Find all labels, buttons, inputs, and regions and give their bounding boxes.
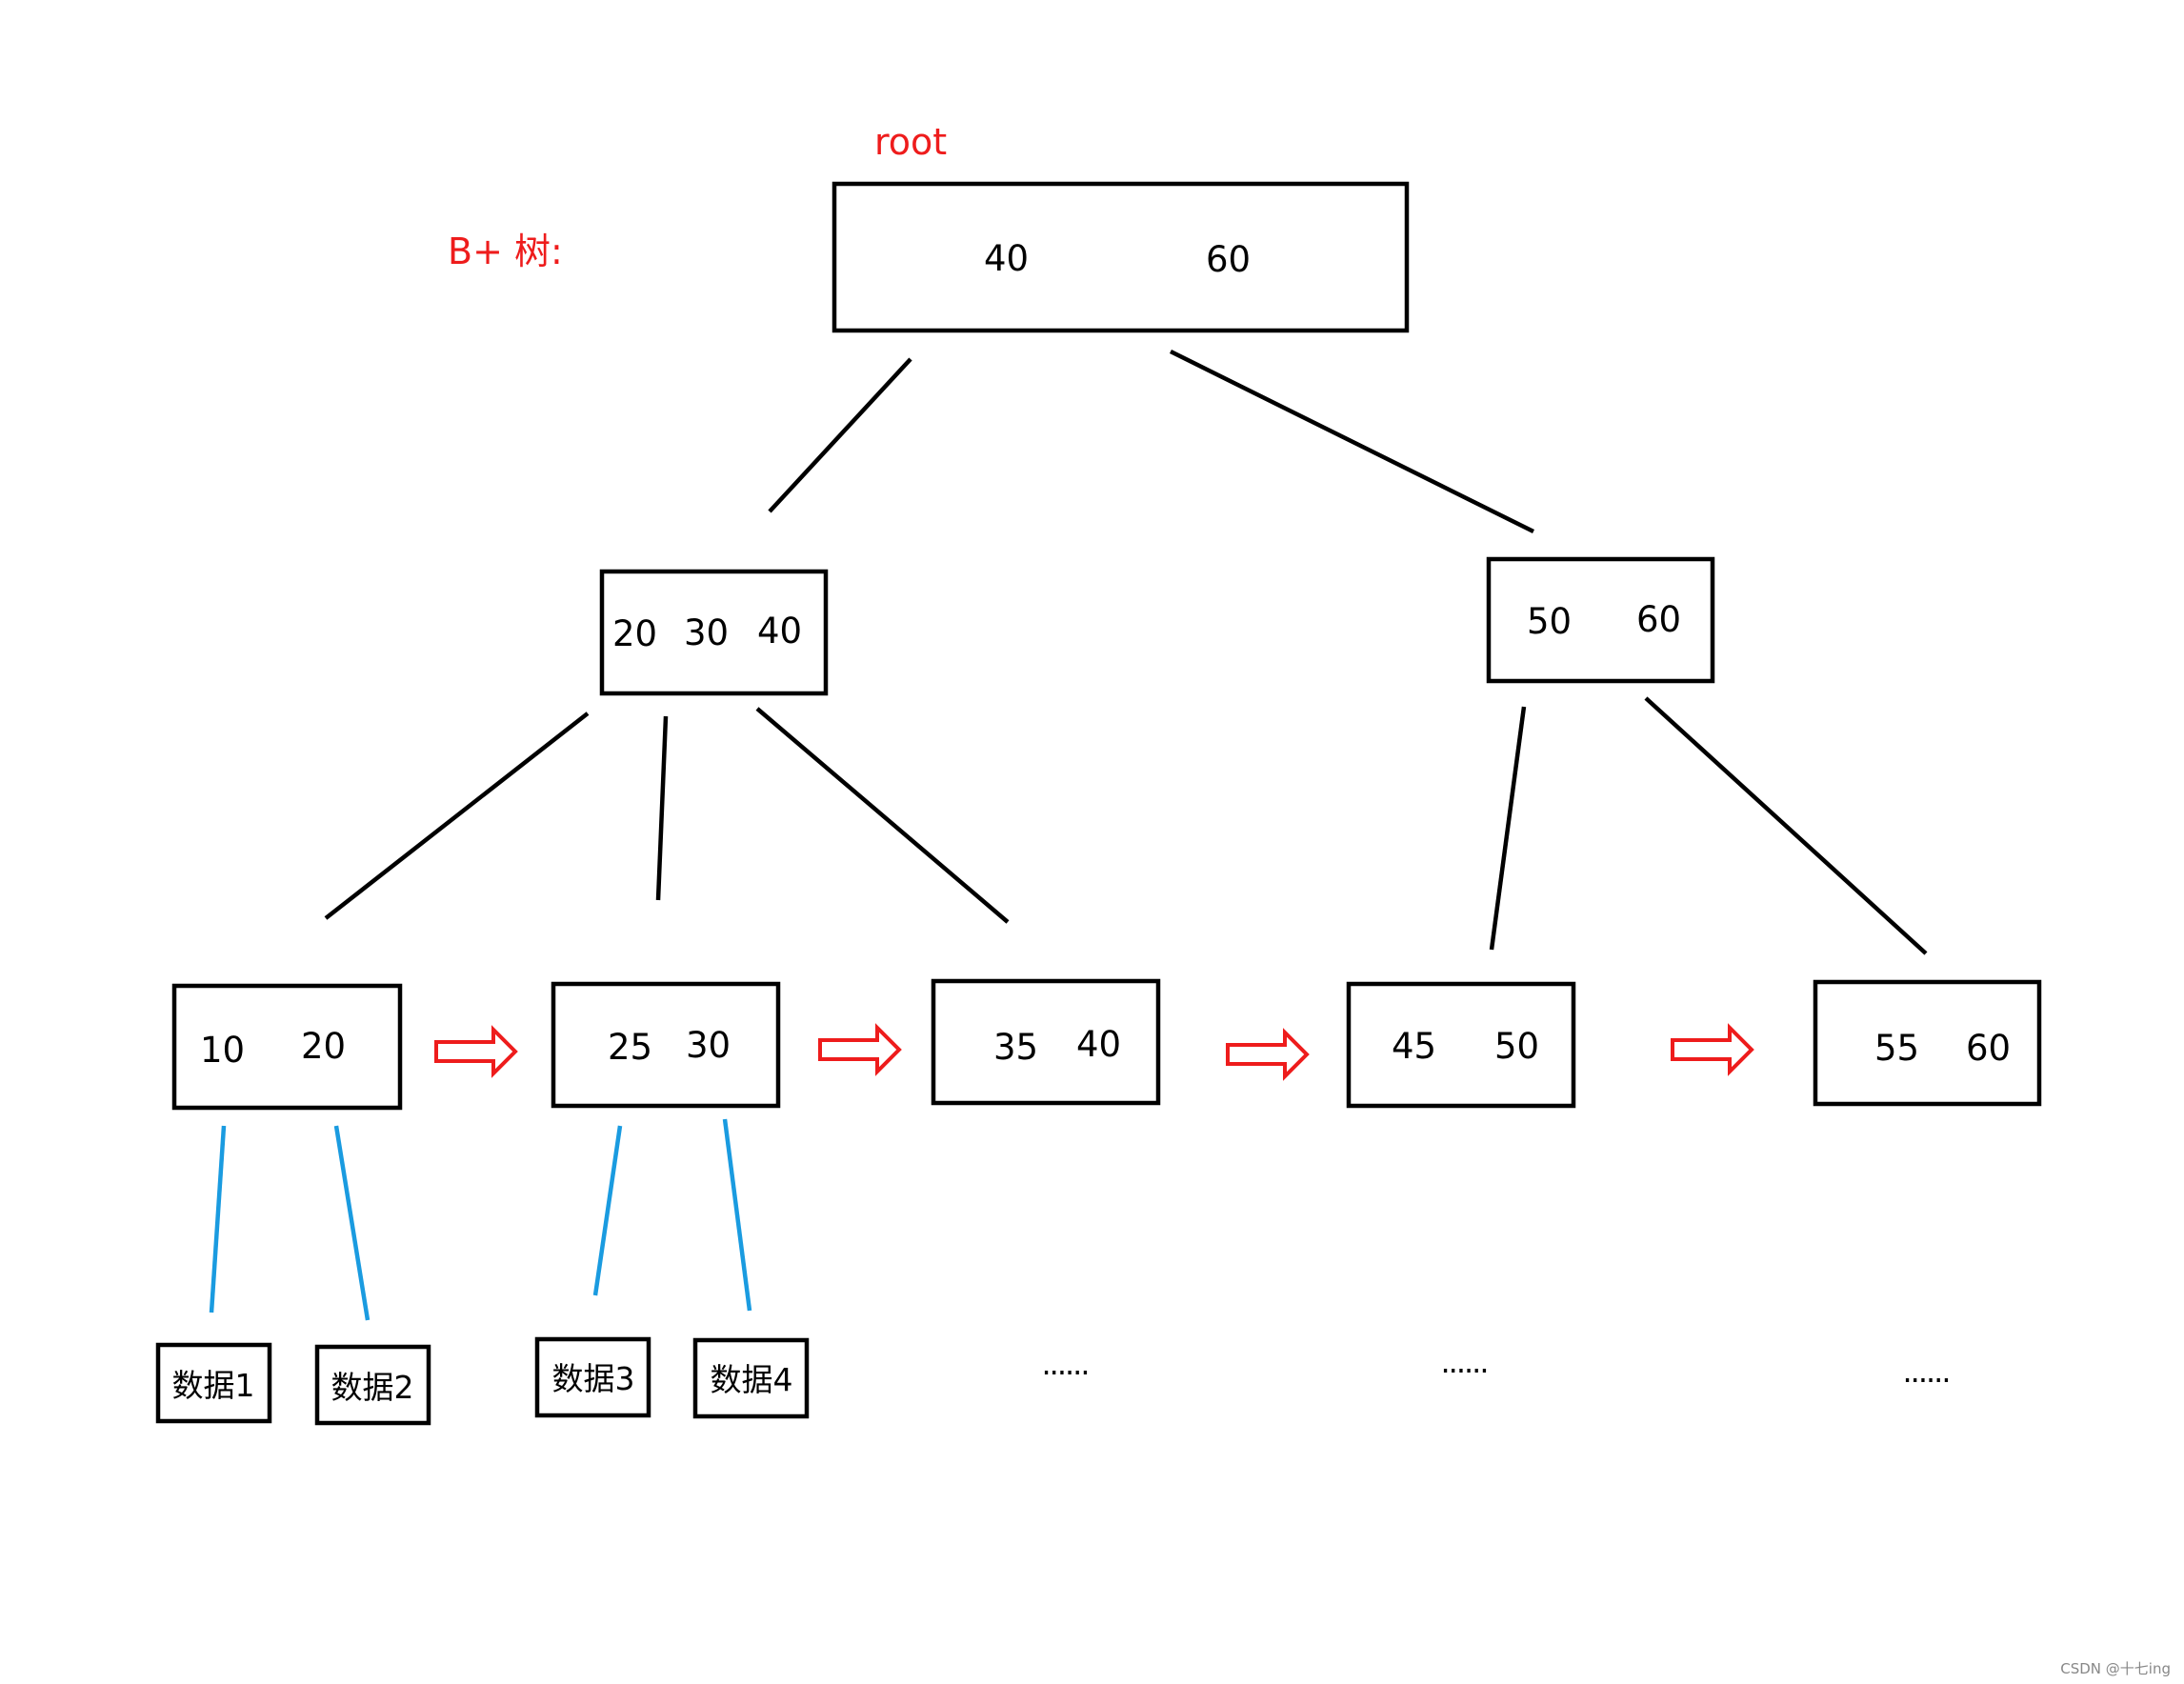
edge-root-to-internal-right — [1170, 349, 1534, 534]
leaf-link-arrow-2 — [818, 1023, 902, 1076]
leaf-3-key-2: 40 — [1076, 1024, 1121, 1065]
internal-left-key-2: 30 — [684, 612, 729, 653]
data-pointer-2 — [333, 1125, 371, 1321]
leaf-node-5: 55 60 — [1813, 979, 2042, 1107]
leaf-2-key-1: 25 — [608, 1027, 652, 1068]
edge-internal-right-to-leaf-4 — [1489, 706, 1527, 951]
data-record-2-label: 数据2 — [331, 1369, 414, 1406]
edge-root-to-internal-left — [768, 357, 912, 513]
leaf-node-2: 25 30 — [551, 981, 781, 1109]
data-record-4-label: 数据4 — [711, 1361, 793, 1398]
leaf-node-5-box — [1813, 979, 2042, 1107]
data-record-2-box — [314, 1344, 431, 1426]
leaf-1-key-2: 20 — [301, 1026, 346, 1067]
tree-title-label: B+ 树: — [448, 231, 563, 272]
internal-left-key-1: 20 — [612, 613, 657, 654]
internal-right-key-1: 50 — [1527, 601, 1572, 642]
internal-node-left-box — [599, 569, 829, 696]
internal-right-key-2: 60 — [1636, 599, 1681, 640]
internal-node-right: 50 60 — [1486, 556, 1715, 684]
root-node: 40 60 — [832, 181, 1410, 333]
leaf-node-3-box — [931, 978, 1161, 1106]
internal-node-right-box — [1486, 556, 1715, 684]
internal-left-key-3: 40 — [757, 611, 802, 652]
data-record-4-box — [692, 1337, 810, 1419]
edge-internal-right-to-leaf-5 — [1644, 696, 1928, 955]
data-pointer-3 — [592, 1125, 623, 1296]
data-record-3: 数据3 — [534, 1336, 651, 1418]
leaf-link-arrow-4 — [1671, 1023, 1754, 1076]
leaf-5-key-2: 60 — [1966, 1028, 2011, 1069]
leaf-node-3: 35 40 — [931, 978, 1161, 1106]
data-record-1-box — [155, 1342, 272, 1424]
root-label: root — [874, 121, 947, 163]
ellipsis-leaf-5: ...... — [1902, 1353, 1949, 1390]
leaf-node-1: 10 20 — [171, 983, 403, 1111]
watermark-text: CSDN @十七ing — [2060, 1660, 2171, 1677]
leaf-2-key-2: 30 — [686, 1025, 731, 1066]
leaf-node-4-box — [1346, 981, 1576, 1109]
leaf-4-key-2: 50 — [1494, 1026, 1539, 1067]
leaf-node-1-box — [171, 983, 403, 1111]
ellipsis-leaf-4: ...... — [1440, 1344, 1487, 1380]
data-record-3-box — [534, 1336, 651, 1418]
data-record-3-label: 数据3 — [552, 1360, 635, 1397]
data-record-1-label: 数据1 — [172, 1367, 255, 1404]
leaf-link-arrow-3 — [1226, 1028, 1310, 1081]
root-key-2: 60 — [1206, 239, 1251, 280]
leaf-3-key-1: 35 — [993, 1027, 1038, 1068]
data-pointer-4 — [722, 1118, 752, 1312]
root-node-box — [832, 181, 1410, 333]
edge-internal-left-to-leaf-1 — [324, 712, 590, 920]
edge-internal-left-to-leaf-2 — [655, 715, 669, 901]
data-record-2: 数据2 — [314, 1344, 431, 1426]
data-record-1: 数据1 — [155, 1342, 272, 1424]
leaf-node-2-box — [551, 981, 781, 1109]
leaf-4-key-1: 45 — [1392, 1026, 1436, 1067]
leaf-link-arrow-1 — [434, 1025, 518, 1078]
root-key-1: 40 — [984, 238, 1029, 279]
data-record-4: 数据4 — [692, 1337, 810, 1419]
ellipsis-leaf-3: ...... — [1041, 1346, 1088, 1382]
leaf-5-key-1: 55 — [1874, 1028, 1919, 1069]
edge-internal-left-to-leaf-3 — [755, 707, 1010, 924]
data-pointer-1 — [209, 1125, 227, 1313]
internal-node-left: 20 30 40 — [599, 569, 829, 696]
leaf-1-key-1: 10 — [200, 1030, 245, 1071]
leaf-node-4: 45 50 — [1346, 981, 1576, 1109]
